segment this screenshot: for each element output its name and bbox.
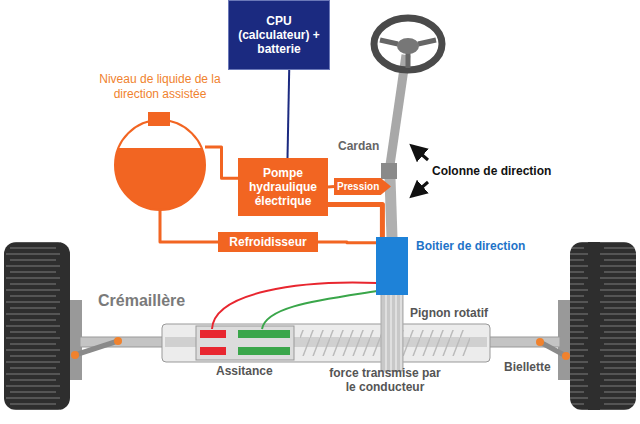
node-text: Boitier de direction [416,239,525,253]
part-label: Cardan [338,139,379,153]
node-text: Refroidisseur [229,235,306,249]
cardan [381,163,397,179]
part-label: Crémaillère [98,292,185,310]
node-text: Niveau de liquide de la direction assist… [86,72,234,102]
column-arrow [412,182,428,196]
right-wheel [558,242,636,410]
node-text: Pompe hydraulique électrique [242,166,324,208]
column-arrow [412,146,428,160]
tie-rods [71,337,570,360]
steering-box: Boitier de direction [376,237,408,295]
cpu-box: CPU (calculateur) + batterie [228,0,330,70]
rack-housing [162,324,490,362]
connector [328,204,382,237]
connector [288,70,290,158]
connector [318,241,376,245]
cooler-box: Refroidisseur [218,232,318,252]
left-wheel [4,242,82,410]
red-line [212,283,377,329]
node-text: CPU (calculateur) + batterie [233,14,325,56]
part-label: Colonne de direction [432,164,551,178]
fluid-tank: Niveau de liquide de la direction assist… [86,72,234,217]
green-line [262,291,377,329]
pump-box: Pompe hydraulique électrique [238,158,328,216]
pinion [381,293,403,371]
steering-wheel [374,18,442,165]
assistance-cylinder [196,326,294,360]
connector [328,185,334,189]
part-label: Assitance [216,364,273,378]
part-label: Pignon rotatif [410,306,488,320]
part-label: Biellette [504,360,551,374]
connector [205,147,238,178]
node-text: Pression [337,181,379,193]
connector [160,210,218,242]
part-label: force transmise par le conducteur [326,366,444,394]
pressure-arrow: Pression [334,178,391,195]
